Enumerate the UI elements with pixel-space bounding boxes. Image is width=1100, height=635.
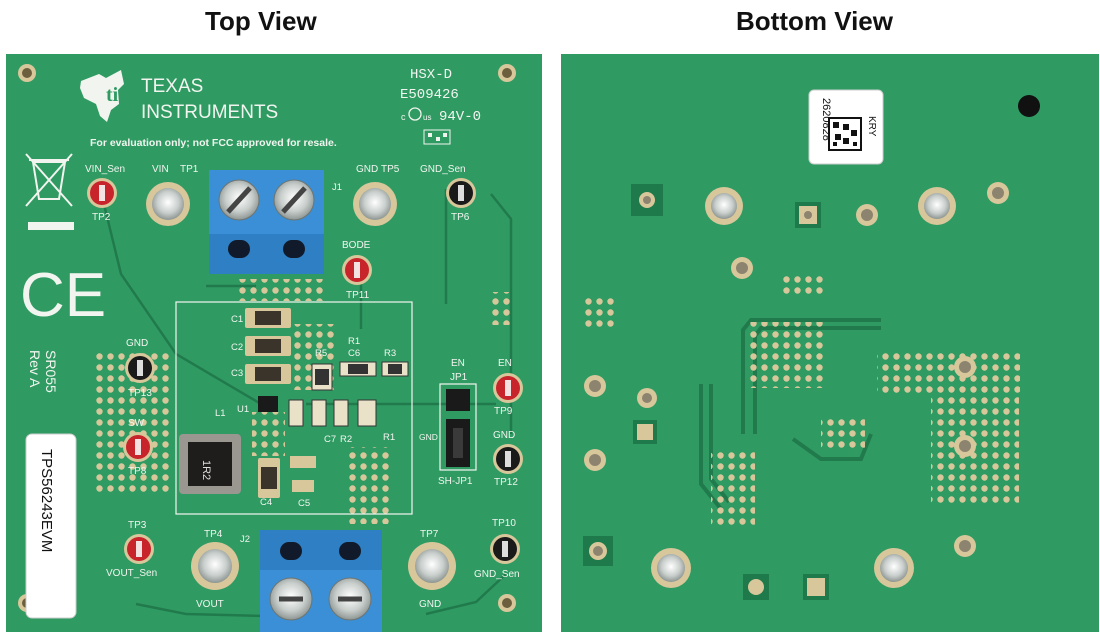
label-jp1: JP1 bbox=[450, 372, 468, 383]
ul-logo-icon bbox=[408, 107, 422, 121]
label-vout-sen: VOUT_Sen bbox=[106, 568, 157, 579]
ref-c2: C2 bbox=[231, 342, 243, 353]
label-tp13: TP13 bbox=[128, 388, 152, 399]
ref-c6: C6 bbox=[348, 348, 360, 359]
bottom-via-fields bbox=[582, 276, 1020, 526]
label-gnd-sen2: GND_Sen bbox=[474, 569, 520, 580]
tp11-red bbox=[342, 255, 372, 285]
label-gnd-tp13: GND bbox=[126, 338, 148, 349]
passive-components bbox=[245, 308, 409, 498]
label-vin-sen: VIN_Sen bbox=[85, 164, 125, 175]
tp9-red bbox=[493, 373, 523, 403]
ul-mark-c: c bbox=[401, 112, 406, 122]
bottom-pads bbox=[583, 182, 1009, 600]
ref-j1: J1 bbox=[332, 182, 342, 193]
ref-r1b: R1 bbox=[383, 432, 395, 443]
ref-r3: R3 bbox=[384, 348, 396, 359]
label-gnd-tp5: GND bbox=[356, 164, 378, 175]
label-gnd-tp12: GND bbox=[493, 430, 515, 441]
jp1-jumper bbox=[439, 383, 477, 471]
fab-code: HSX-D bbox=[410, 67, 452, 83]
label-tp11: TP11 bbox=[346, 290, 370, 301]
label-vout: VOUT bbox=[196, 599, 224, 610]
top-board-svg: ti TEXAS INSTRUMENTS HSX-D E509426 c us … bbox=[6, 54, 542, 632]
ul-mark-us: us bbox=[423, 113, 431, 122]
label-en-tp9: EN bbox=[498, 358, 512, 369]
serial-code: KRY bbox=[866, 116, 877, 137]
top-view-title: Top View bbox=[205, 6, 317, 36]
gnd-post-tp5 bbox=[353, 182, 397, 226]
label-tp10: TP10 bbox=[492, 518, 516, 529]
bottom-view-title: Bottom View bbox=[736, 6, 893, 36]
label-vin: VIN bbox=[152, 164, 169, 175]
weee-bar bbox=[28, 222, 74, 230]
ref-u1: U1 bbox=[237, 404, 249, 415]
label-gnd-jp1: GND bbox=[419, 432, 438, 442]
board-revision: Rev A bbox=[27, 350, 43, 388]
inductor-marking: 1R2 bbox=[200, 460, 212, 480]
logo-line1: TEXAS bbox=[141, 76, 203, 97]
datamatrix-icon bbox=[828, 117, 862, 151]
ref-r5: R5 bbox=[315, 348, 327, 359]
label-tp9: TP9 bbox=[494, 406, 513, 417]
label-tp8: TP8 bbox=[128, 466, 147, 477]
test-points bbox=[87, 178, 523, 564]
label-tp5: TP5 bbox=[381, 164, 400, 175]
label-tp12: TP12 bbox=[494, 477, 518, 488]
weee-bin-icon bbox=[25, 153, 73, 207]
evm-name: TPS56243EVM bbox=[38, 449, 55, 552]
l1-inductor: 1R2 bbox=[179, 434, 241, 494]
label-tp2: TP2 bbox=[92, 212, 111, 223]
j2-terminal-block bbox=[260, 530, 382, 632]
fcc-disclaimer: For evaluation only; not FCC approved fo… bbox=[90, 137, 337, 149]
ref-r1: R1 bbox=[348, 336, 360, 347]
gnd-post-tp7 bbox=[408, 542, 456, 590]
label-bode: BODE bbox=[342, 240, 371, 251]
bottom-view-board: 2620828 KRY bbox=[561, 54, 1099, 632]
ti-logo: ti bbox=[80, 70, 124, 122]
tp2-red bbox=[87, 178, 117, 208]
ce-mark: CE bbox=[20, 261, 106, 330]
label-sw: SW bbox=[128, 418, 145, 429]
top-view-board: ti TEXAS INSTRUMENTS HSX-D E509426 c us … bbox=[6, 54, 542, 632]
tp6-black bbox=[446, 178, 476, 208]
svg-text:ti: ti bbox=[106, 84, 119, 106]
label-tp6: TP6 bbox=[451, 212, 470, 223]
ref-c4: C4 bbox=[260, 497, 272, 508]
tp12-black bbox=[493, 444, 523, 474]
ref-c3: C3 bbox=[231, 368, 243, 379]
ref-j2: J2 bbox=[240, 534, 250, 545]
ref-c7: C7 bbox=[324, 434, 336, 445]
label-sh-jp1: SH-JP1 bbox=[438, 476, 473, 487]
serial-sticker: 2620828 KRY bbox=[808, 89, 884, 165]
logo-line2: INSTRUMENTS bbox=[141, 102, 278, 123]
label-tp1: TP1 bbox=[180, 164, 199, 175]
vout-post-tp4 bbox=[191, 542, 239, 590]
tp8-red bbox=[123, 432, 153, 462]
label-en-jp1: EN bbox=[451, 358, 465, 369]
tp13-black bbox=[125, 353, 155, 383]
vin-post-tp1 bbox=[146, 182, 190, 226]
tp10-black bbox=[490, 534, 520, 564]
ref-l1: L1 bbox=[215, 408, 226, 419]
j1-terminal-block bbox=[209, 170, 324, 274]
bottom-board-svg: 2620828 KRY bbox=[561, 54, 1099, 632]
board-model: SR055 bbox=[43, 350, 59, 393]
label-tp7: TP7 bbox=[420, 529, 439, 540]
label-tp3: TP3 bbox=[128, 520, 147, 531]
ref-r2: R2 bbox=[340, 434, 352, 445]
label-gnd-tp7: GND bbox=[419, 599, 441, 610]
ul-file: E509426 bbox=[400, 87, 459, 103]
component-outline bbox=[175, 301, 413, 515]
label-gnd-sen: GND_Sen bbox=[420, 164, 466, 175]
qr-mini-icon bbox=[423, 129, 451, 145]
ref-c5: C5 bbox=[298, 498, 310, 509]
tp3-red bbox=[124, 534, 154, 564]
flammability-rating: 94V-0 bbox=[439, 109, 481, 125]
label-tp4: TP4 bbox=[204, 529, 223, 540]
ref-c1: C1 bbox=[231, 314, 243, 325]
evm-label-sticker: TPS56243EVM bbox=[25, 433, 77, 619]
bottom-mark-dot bbox=[1018, 95, 1040, 117]
u1-ic bbox=[258, 396, 278, 412]
